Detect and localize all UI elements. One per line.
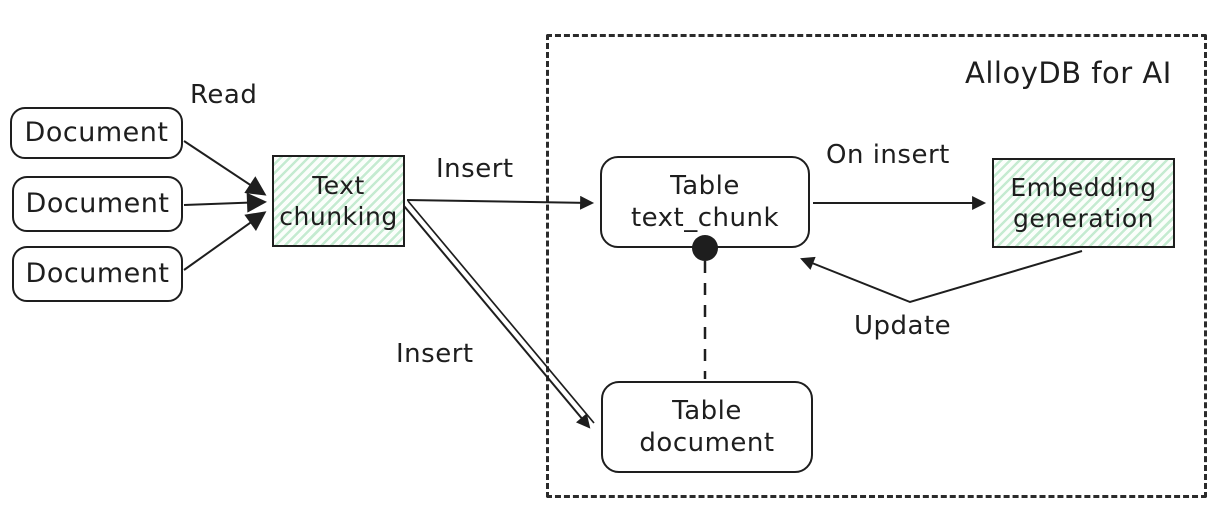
node-table-text-chunk: Table text_chunk (600, 156, 810, 248)
edge-label-insert-bottom: Insert (396, 339, 474, 369)
alloydb-region-label: AlloyDB for AI (965, 56, 1172, 90)
node-document-3: Document (12, 246, 183, 302)
edge-label-on-insert: On insert (826, 140, 950, 170)
node-table-document-label: Table document (639, 395, 775, 459)
node-embedding-generation: Embedding generation (992, 158, 1175, 248)
node-table-document: Table document (601, 381, 813, 473)
node-document-3-label: Document (25, 258, 170, 290)
node-embedding-generation-label: Embedding generation (1010, 172, 1157, 233)
edge-document2-arrow (183, 192, 267, 213)
node-document-1: Document (10, 107, 183, 159)
node-text-chunking-label: Text chunking (279, 170, 398, 231)
edge-read-arrow (183, 140, 267, 196)
edge-label-insert-top: Insert (436, 154, 514, 184)
node-document-1-label: Document (24, 117, 169, 149)
edge-label-update: Update (854, 311, 952, 341)
node-table-text-chunk-label: Table text_chunk (630, 170, 780, 234)
edge-document3-arrow (183, 211, 267, 271)
node-document-2-label: Document (25, 188, 170, 220)
node-document-2: Document (12, 176, 183, 232)
edge-label-read: Read (190, 80, 258, 110)
node-text-chunking: Text chunking (272, 155, 405, 247)
